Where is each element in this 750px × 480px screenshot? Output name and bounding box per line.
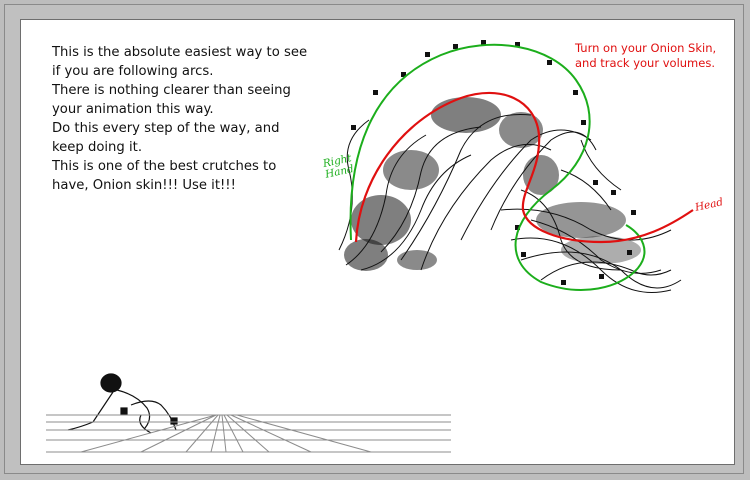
main-text-line: This is one of the best crutches to [52, 159, 277, 174]
onion-skin-wrist-marks [351, 40, 636, 285]
main-text-line: keep doing it. [52, 140, 143, 155]
main-text-block: This is the absolute easiest way to see … [52, 43, 322, 195]
note-line: Turn on your Onion Skin, [575, 41, 717, 55]
main-text-line: your animation this way. [52, 102, 214, 117]
onion-skin-note: Turn on your Onion Skin, and track your … [575, 41, 734, 71]
main-text-line: There is nothing clearer than seeing [52, 83, 291, 98]
onion-skin-shading [344, 97, 641, 271]
note-line: and track your volumes. [575, 56, 715, 70]
drawing-canvas: This is the absolute easiest way to see … [20, 19, 735, 465]
document-frame: This is the absolute easiest way to see … [4, 4, 744, 474]
main-text-line: Do this every step of the way, and [52, 121, 280, 136]
perspective-grid [46, 414, 451, 453]
hand-arc [349, 43, 646, 291]
main-text-line: have, Onion skin!!! Use it!!! [52, 178, 236, 193]
onion-skin-illustration [46, 40, 694, 453]
head-arc [354, 91, 694, 244]
main-text-line: This is the absolute easiest way to see [52, 45, 308, 60]
small-figure-sketch [67, 373, 178, 434]
main-text-line: if you are following arcs. [52, 64, 214, 79]
